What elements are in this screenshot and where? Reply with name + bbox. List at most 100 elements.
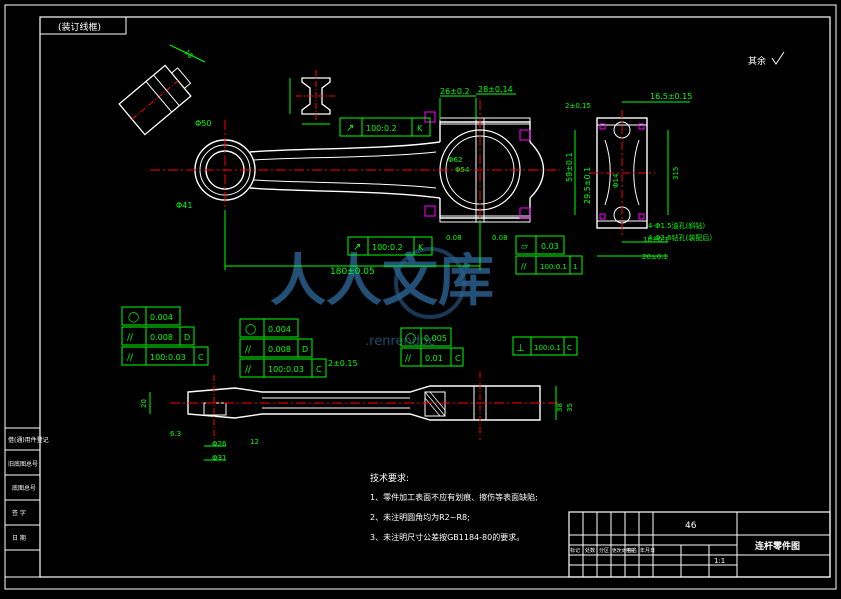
tol-par001-sym: // <box>521 262 527 271</box>
dim-38: 38 <box>556 403 564 412</box>
dim-phi26: Φ26 <box>212 440 227 448</box>
g3a-val: 0.005 <box>424 334 447 343</box>
g3b-val: 0.01 <box>425 354 443 363</box>
g2b-ref: D <box>302 345 308 354</box>
tol-par001-ref: 1 <box>573 263 577 271</box>
g2b-val: 0.008 <box>268 345 291 354</box>
g4a-val: 100:0.1 <box>534 344 561 352</box>
title-block: 46 连杆零件图 1:1 标记 处数 分区 更改文件号 签名 年月日 <box>568 511 831 578</box>
dim-2-015b: 2±0.15 <box>328 359 358 368</box>
g1b-ref: D <box>184 333 190 342</box>
dim-63: 6.3 <box>170 430 181 438</box>
tol-frame-k2: ↗ 100:0.2 K <box>347 236 433 256</box>
tol-group-2: ◯ 0.004 // 0.008 D // 100:0.03 C <box>239 318 327 378</box>
side-label-3: 签 字 <box>12 509 26 517</box>
tol-frame-par001: // 100:0.1 1 <box>515 255 583 275</box>
marker-6b <box>424 205 436 217</box>
g1c-ref: C <box>198 353 204 362</box>
watermark-ring <box>394 247 466 319</box>
i-beam-section <box>289 70 336 125</box>
bolt-section-view <box>118 64 192 136</box>
tb-header-2: 分区 <box>599 547 609 554</box>
tol-k2-ref: K <box>418 243 424 252</box>
dim-phi62: Φ62 <box>448 156 462 164</box>
marker-6c <box>519 129 531 141</box>
side-label-column: 借(通)用件登记 旧底图总号 底图总号 签 字 日 期 <box>4 427 49 578</box>
technical-notes: 技术要求: 1、零件加工表面不应有划痕、擦伤等表面缺陷; 2、未注明圆角均为R2… <box>370 472 538 542</box>
dim-315: 315 <box>672 167 680 180</box>
side-label-0: 借(通)用件登记 <box>8 436 49 444</box>
g1c-sym: // <box>127 353 134 363</box>
roughness-check-icon <box>771 51 785 65</box>
dim-12: 12 <box>250 438 259 446</box>
bolt-dim-label: 16 <box>182 48 194 60</box>
g1c-val: 100:0.03 <box>150 353 186 362</box>
tol-group-1: ◯ 0.004 // 0.008 D // 100:0.03 C <box>121 306 209 366</box>
tol-k1-ref: K <box>417 124 423 133</box>
dim-note-4-1: 4-Φ1.5油孔(斜钻) <box>648 221 705 230</box>
tol-k1-sym: ↗ <box>346 123 354 134</box>
inner-frame <box>39 16 831 578</box>
title-tag: (装订线框) <box>58 21 101 33</box>
dim-phi54: Φ54 <box>455 166 470 174</box>
tb-header-5: 年月日 <box>640 547 655 554</box>
g2c-sym: // <box>245 365 252 375</box>
note-2: 2、未注明圆角均为R2~R8; <box>370 512 470 522</box>
datum-d2: 0.08 <box>492 234 508 242</box>
notes-heading: 技术要求: <box>370 472 409 484</box>
g2a-val: 0.004 <box>268 325 291 334</box>
rod-top-view <box>170 372 560 440</box>
side-label-4: 日 期 <box>12 534 26 542</box>
dim-2-015: 2±0.15 <box>565 102 591 110</box>
side-label-2: 底图总号 <box>12 484 36 492</box>
g1a-val: 0.004 <box>150 313 173 322</box>
g4a-sym: ⊥ <box>516 343 525 354</box>
g1a-sym: ◯ <box>128 312 139 323</box>
big-end-side-view <box>590 110 655 236</box>
title-scale: 1:1 <box>714 557 725 565</box>
tb-header-4: 签名 <box>627 547 637 554</box>
dim-note-4-2: 4-Φ3.6钻孔(装配后) <box>648 233 712 242</box>
g1b-val: 0.008 <box>150 333 173 342</box>
marker-6d <box>519 207 531 219</box>
tol-group-4: ⊥ 100:0.1 C <box>512 336 578 356</box>
outer-frame <box>4 4 837 590</box>
tb-header-1: 处数 <box>585 547 595 554</box>
watermark-main: 人人文库 <box>270 249 494 314</box>
dim-28: 28±0.14 <box>478 85 513 94</box>
tol-frame-k1: ↗ 100:0.2 K <box>339 117 431 137</box>
title-tag-box <box>39 16 127 35</box>
tb-header-3: 更改文件号 <box>612 547 635 554</box>
watermark-sub: .renrendoc <box>365 334 435 349</box>
tol-par003-sym: ▱ <box>521 242 528 252</box>
tol-group-3: ◯ 0.005 // 0.01 C <box>400 327 464 367</box>
note-1: 1、零件加工表面不应有划痕、擦伤等表面缺陷; <box>370 492 538 502</box>
g3a-sym: ◯ <box>405 333 416 344</box>
tol-k2-val: 100:0.2 <box>372 243 403 252</box>
dim-29-5: 29.5±0.1 <box>583 167 592 204</box>
g2c-val: 100:0.03 <box>268 365 304 374</box>
dim-phi41: Φ41 <box>176 201 192 210</box>
tol-par003-val: 0.03 <box>541 242 559 251</box>
g1b-sym: // <box>127 333 134 343</box>
g2b-sym: // <box>245 345 252 355</box>
dim-phi14: Φ14 <box>612 173 620 188</box>
dim-35: 35 <box>566 403 574 412</box>
title-name: 连杆零件图 <box>755 540 800 552</box>
tb-header-0: 标记 <box>570 547 580 554</box>
title-code: 46 <box>685 521 697 531</box>
dim-phi31: Φ31 <box>212 454 226 462</box>
dim-phi50: Φ50 <box>195 119 211 128</box>
dim-26: 26±0.2 <box>440 87 470 96</box>
note-3: 3、未注明尺寸公差按GB1184-80的要求。 <box>370 532 524 542</box>
g4a-ref: C <box>567 344 572 352</box>
roughness-note: 其余 <box>748 55 766 67</box>
dim-59: 59±0.1 <box>565 152 574 182</box>
tol-frame-par003: ▱ 0.03 <box>515 235 565 255</box>
g3b-sym: // <box>405 354 412 364</box>
dim-20b: 20 <box>140 399 148 408</box>
bolt-dim-line <box>169 44 206 63</box>
dim-10: 10±0.1 <box>643 236 669 244</box>
